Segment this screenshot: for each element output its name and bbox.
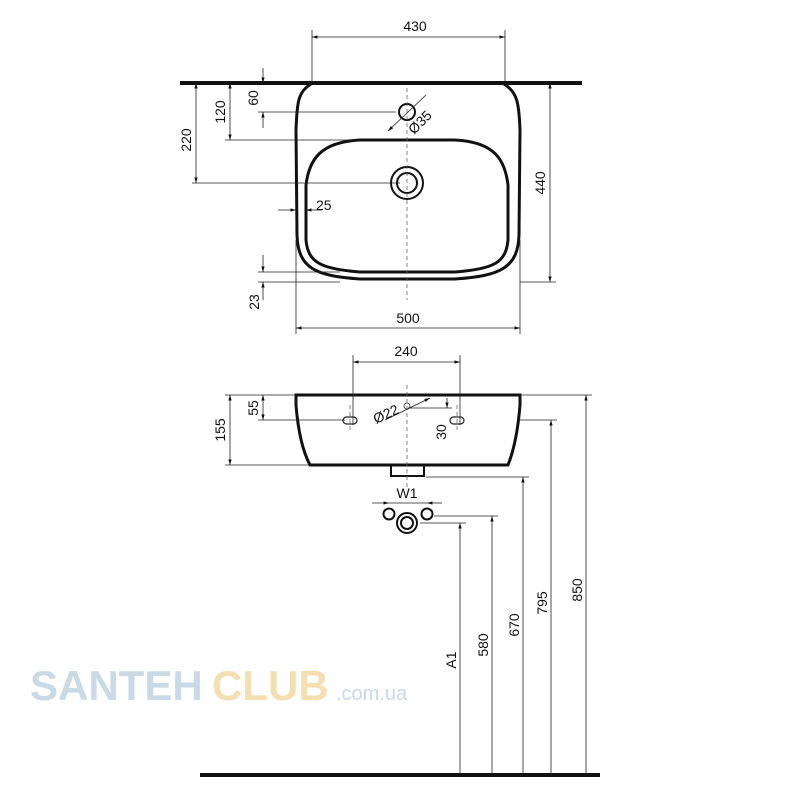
watermark-brand-b: CLUB [212, 662, 329, 709]
watermark-suffix: .com.ua [336, 683, 408, 705]
dim-500: 500 [396, 310, 420, 326]
dim-430: 430 [403, 18, 427, 34]
dim-w1: W1 [397, 485, 418, 501]
dim-220: 220 [178, 128, 194, 152]
supply-right [420, 507, 434, 521]
top-view: 430 440 500 220 120 60 25 23 Ø35 [178, 18, 582, 334]
dim-795: 795 [534, 591, 550, 615]
dim-440: 440 [532, 171, 548, 195]
front-view: 240 55 155 Ø22 30 W1 [212, 343, 522, 534]
dim-670: 670 [506, 613, 522, 637]
watermark: SANTEH CLUB .com.ua [30, 662, 408, 709]
waste-pipe-outer [396, 512, 418, 534]
dim-d35: Ø35 [405, 107, 435, 137]
dim-240: 240 [394, 343, 418, 359]
watermark-brand-a: SANTEH [30, 662, 203, 709]
dim-25: 25 [316, 197, 332, 213]
waste-pipe-inner [400, 516, 414, 530]
dim-580: 580 [475, 633, 491, 657]
fixing-slot-right [449, 416, 465, 425]
height-dimensions: A1 580 670 795 850 [200, 394, 600, 777]
dim-30: 30 [433, 424, 449, 440]
basin-outline-front [294, 393, 522, 467]
dim-155: 155 [212, 418, 228, 442]
dim-23: 23 [246, 294, 262, 310]
dim-a1: A1 [443, 651, 459, 668]
dim-850: 850 [569, 578, 585, 602]
supply-left [382, 507, 396, 521]
fixing-slot-left [342, 416, 358, 425]
dim-60: 60 [245, 90, 261, 106]
dim-120: 120 [212, 100, 228, 124]
dim-55: 55 [245, 400, 261, 416]
basin-outline-top [294, 82, 522, 281]
dim-d22: Ø22 [371, 401, 402, 427]
waste-outlet [390, 465, 425, 477]
bowl-outline [304, 138, 510, 274]
